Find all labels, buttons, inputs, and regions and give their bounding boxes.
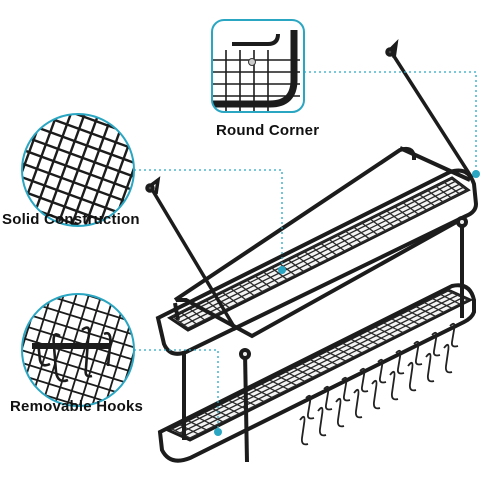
solid-construction-label: Solid Construction	[2, 211, 140, 228]
support-posts	[182, 216, 468, 463]
upper-shelf	[155, 146, 479, 356]
round-corner-label: Round Corner	[216, 122, 320, 139]
callout-leaders	[134, 71, 477, 430]
round-corner-detail	[211, 19, 305, 113]
hanging-straps	[145, 39, 474, 331]
callout-markers	[214, 170, 480, 436]
removable-hooks-label: Removable Hooks	[10, 398, 144, 415]
lower-shelf	[157, 283, 476, 463]
solid-construction-detail	[21, 113, 135, 227]
